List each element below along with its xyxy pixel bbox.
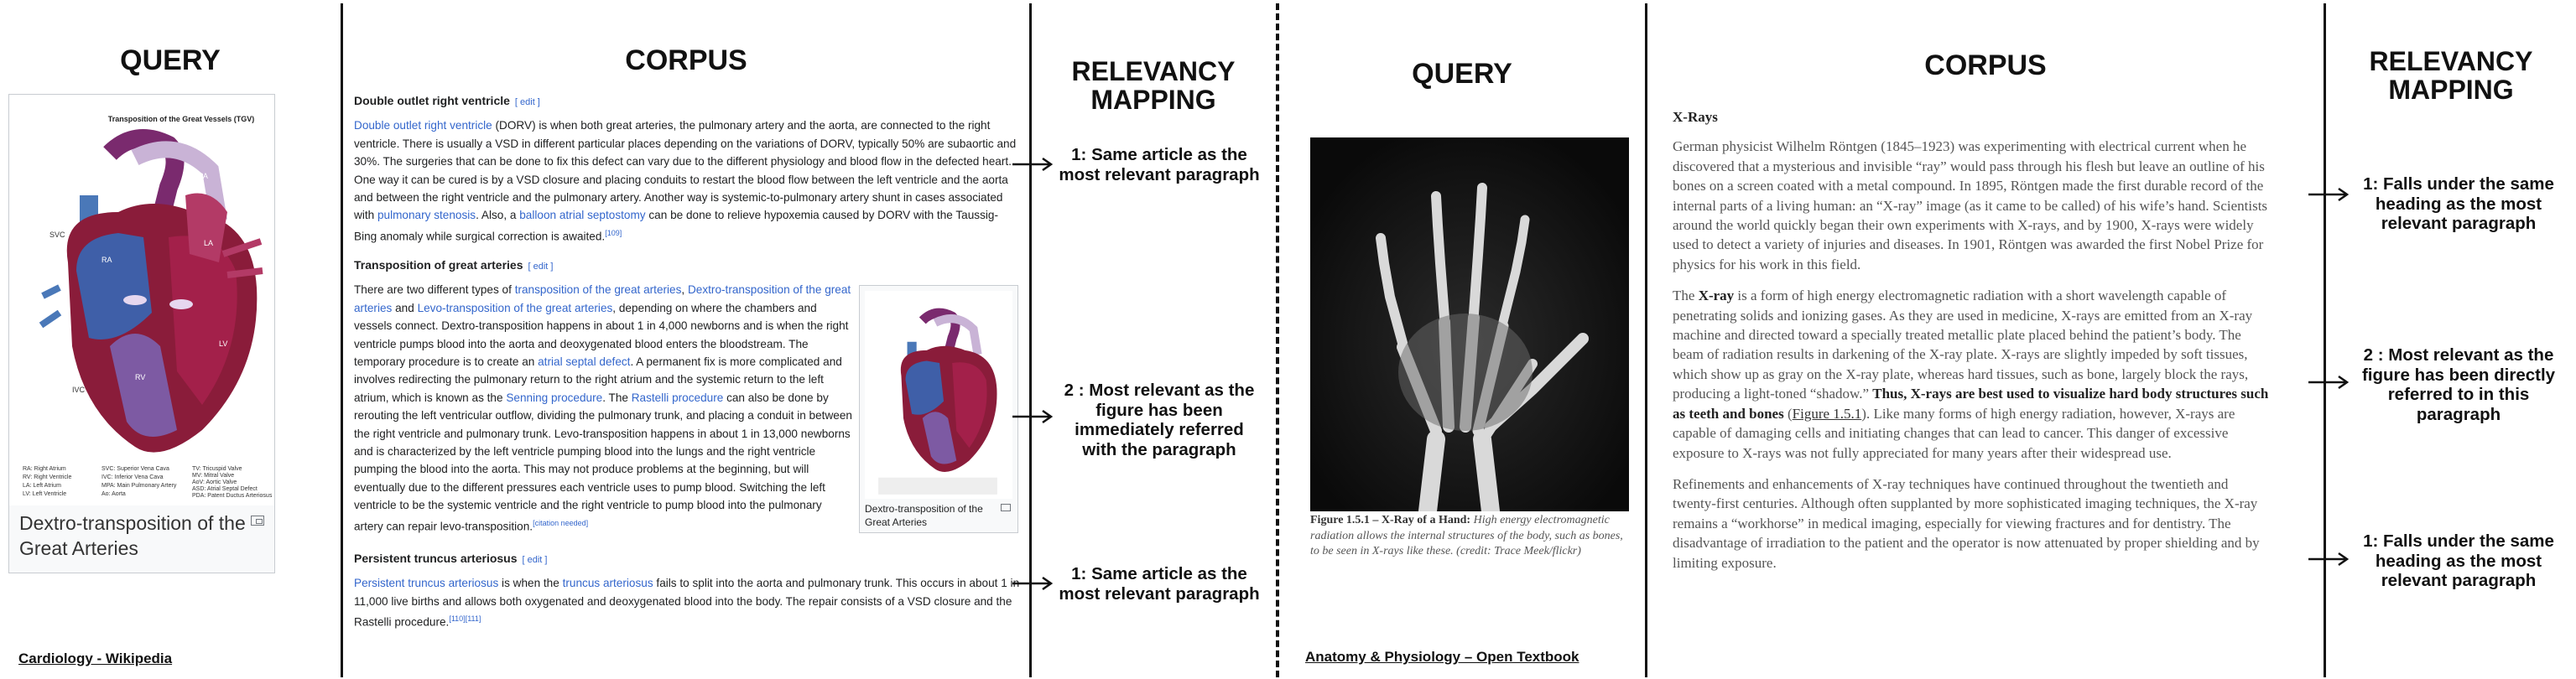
xray-figure-caption: Figure 1.5.1 – X-Ray of a Hand: High ene… <box>1310 514 1623 557</box>
citation-ref[interactable]: [110][111] <box>449 614 481 624</box>
wiki-link[interactable]: Rastelli procedure <box>631 391 724 404</box>
left-query-heading: QUERY <box>120 44 221 76</box>
section-paragraph: There are two different types of transpo… <box>354 283 852 533</box>
corpus-paragraph-1: German physicist Wilhelm Röntgen (1845–1… <box>1673 138 2268 272</box>
separator-left-query <box>341 3 343 677</box>
section-title: X-Rays <box>1673 109 1718 125</box>
edit-link[interactable]: [ edit ] <box>528 262 554 272</box>
enlarge-icon[interactable] <box>1001 504 1011 511</box>
wiki-link[interactable]: transposition of the great arteries <box>514 283 682 297</box>
svg-text:SVC: Superior Vena Cava: SVC: Superior Vena Cava <box>101 466 169 472</box>
svg-text:ASD: Atrial Septal Defect: ASD: Atrial Septal Defect <box>192 486 258 492</box>
svg-text:LA: Left Atrium: LA: Left Atrium <box>23 483 61 489</box>
edit-link[interactable]: [ edit ] <box>522 555 548 565</box>
separator-right-query <box>1645 3 1647 677</box>
figure-ref-link[interactable]: Figure 1.5.1 <box>1792 405 1862 422</box>
section-paragraph: Persistent truncus arteriosus is when th… <box>354 577 1020 629</box>
svg-text:RA: Right Atrium: RA: Right Atrium <box>23 466 66 472</box>
left-query-figure-card: Transposition of the Great Vessels (TGV)… <box>8 94 275 573</box>
section-paragraph: Double outlet right ventricle (DORV) is … <box>354 119 1017 243</box>
right-query-heading: QUERY <box>1412 58 1512 90</box>
svg-text:MV: Mitral Valve: MV: Mitral Valve <box>192 473 234 479</box>
svg-text:LV: LV <box>219 340 227 348</box>
svg-text:AoV: Aortic Valve: AoV: Aortic Valve <box>192 479 237 485</box>
svg-text:PDA: Patent Ductus Arteriosus: PDA: Patent Ductus Arteriosus <box>192 493 273 499</box>
right-mapping-item-1: 1: Falls under the same heading as the m… <box>2363 174 2554 233</box>
svg-text:SVC: SVC <box>49 231 65 239</box>
wiki-link[interactable]: atrial septal defect <box>538 355 631 369</box>
left-mapping-heading: RELEVANCY MAPPING <box>1071 56 1236 115</box>
arrow-icon <box>2308 552 2350 567</box>
wiki-link[interactable]: truncus arteriosus <box>562 577 653 590</box>
heart-diagram-title: Transposition of the Great Vessels (TGV) <box>108 115 255 123</box>
corpus-paragraph-2: The X-ray is a form of high energy elect… <box>1673 288 2269 461</box>
left-corpus-section-3: Persistent truncus arteriosus [ edit ] Pe… <box>354 550 1021 631</box>
right-mapping-item-2: 2 : Most relevant as the figure has been… <box>2361 345 2556 424</box>
section-title: Double outlet right ventricle <box>354 94 510 107</box>
left-query-figure-caption: Dextro-transposition of the Great Arteri… <box>19 512 246 559</box>
left-mapping-item-3: 1: Same article as the most relevant par… <box>1059 564 1260 604</box>
section-title: Transposition of great arteries <box>354 258 523 272</box>
svg-text:IVC: Inferior Vena Cava: IVC: Inferior Vena Cava <box>101 474 164 480</box>
svg-text:Ao: Aorta: Ao: Aorta <box>101 491 126 497</box>
right-mapping-item-3: 1: Falls under the same heading as the m… <box>2363 531 2554 590</box>
corpus-inline-figure: Dextro-transposition of the Great Arteri… <box>859 285 1018 533</box>
separator-right-corpus <box>2324 3 2326 677</box>
arrow-icon <box>2308 187 2350 202</box>
wiki-link[interactable]: Levo-transposition of the great arteries <box>417 301 613 314</box>
right-corpus-heading: CORPUS <box>1924 49 2047 81</box>
xray-hand-image <box>1310 137 1629 521</box>
inline-figure-caption: Dextro-transposition of the Great Arteri… <box>865 503 983 528</box>
svg-text:RA: RA <box>101 256 112 264</box>
xray-hand-icon <box>1310 137 1629 521</box>
svg-text:IVC: IVC <box>72 386 86 394</box>
arrow-icon <box>1012 576 1054 591</box>
svg-text:RV: RV <box>135 373 145 381</box>
arrow-icon <box>2308 375 2350 390</box>
svg-text:MPA: Main Pulmonary Artery: MPA: Main Pulmonary Artery <box>101 483 177 489</box>
svg-text:RV: Right Ventricle: RV: Right Ventricle <box>23 474 71 480</box>
left-mapping-item-1: 1: Same article as the most relevant par… <box>1059 145 1260 184</box>
svg-text:LV: Left Ventricle: LV: Left Ventricle <box>23 491 66 497</box>
left-corpus-section-1: Double outlet right ventricle [ edit ] Do… <box>354 92 1021 246</box>
right-mapping-heading: RELEVANCY MAPPING <box>2369 46 2533 105</box>
enlarge-icon[interactable] <box>251 516 264 526</box>
wiki-link[interactable]: Senning procedure <box>506 391 603 404</box>
citation-ref[interactable]: [citation needed] <box>533 518 589 527</box>
right-corpus-text: X-Rays German physicist Wilhelm Röntgen … <box>1673 107 2273 573</box>
separator-left-corpus <box>1029 3 1032 677</box>
svg-text:TV: Tricuspid Valve: TV: Tricuspid Valve <box>192 466 242 472</box>
svg-text:MPA: MPA <box>192 172 208 180</box>
edit-link[interactable]: [ edit ] <box>514 97 540 107</box>
left-source-label[interactable]: Cardiology - Wikipedia <box>18 650 173 666</box>
svg-text:Ao: Ao <box>143 174 153 183</box>
arrow-icon <box>1012 409 1054 424</box>
citation-ref[interactable]: [109] <box>605 228 622 237</box>
svg-text:LA: LA <box>204 239 213 247</box>
wiki-link[interactable]: balloon atrial septostomy <box>519 209 646 222</box>
left-corpus-heading: CORPUS <box>625 44 747 76</box>
heart-diagram: Transposition of the Great Vessels (TGV)… <box>9 95 274 505</box>
wiki-link[interactable]: Double outlet right ventricle <box>354 119 492 132</box>
heart-diagram-thumbnail <box>865 291 1012 499</box>
separator-center-dashed <box>1276 3 1279 677</box>
wiki-link[interactable]: Dextro-transposition of the great arteri… <box>354 283 851 314</box>
wiki-link[interactable]: Persistent truncus arteriosus <box>354 577 499 590</box>
left-mapping-item-2: 2 : Most relevant as the figure has been… <box>1064 381 1255 459</box>
arrow-icon <box>1012 157 1054 172</box>
section-title: Persistent truncus arteriosus <box>354 552 518 565</box>
corpus-paragraph-3: Refinements and enhancements of X-ray te… <box>1673 475 2260 571</box>
left-corpus-section-2: Transposition of great arteries[ edit ] … <box>354 257 1021 536</box>
right-source-label[interactable]: Anatomy & Physiology – Open Textbook <box>1305 649 1579 665</box>
wiki-link[interactable]: pulmonary stenosis <box>377 209 476 222</box>
